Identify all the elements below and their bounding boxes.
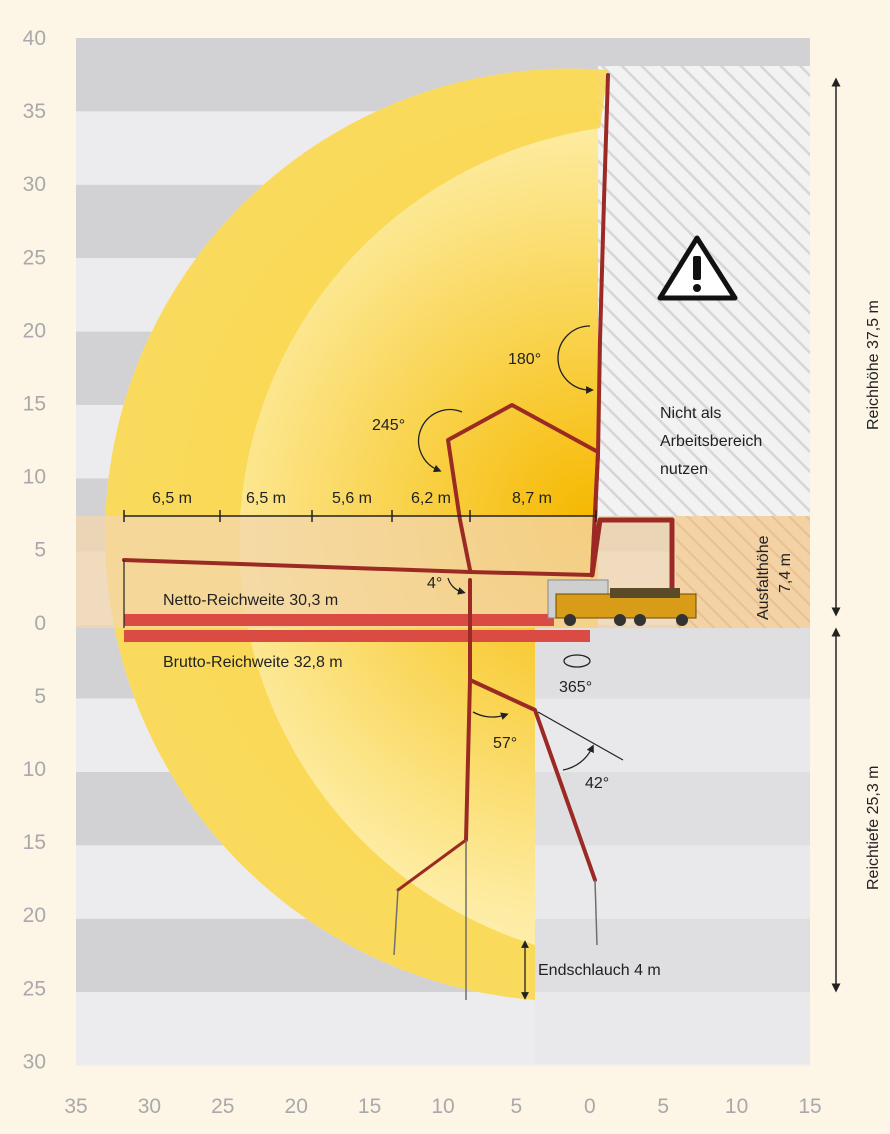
pump-truck <box>547 579 697 626</box>
x-tick-label: 5 <box>657 1095 669 1118</box>
x-tick-label: 20 <box>285 1095 308 1118</box>
angle-4: 4° <box>427 575 442 592</box>
y-tick-label: 10 <box>23 758 46 781</box>
x-tick-label: 35 <box>64 1095 87 1118</box>
y-tick-label: 40 <box>23 27 46 50</box>
angle-arcs <box>417 325 624 771</box>
boom-lines <box>122 73 675 892</box>
y-axis-ticks: 40 35 30 25 20 15 10 5 0 5 10 15 20 25 30 <box>23 27 46 1073</box>
ausfalt-label: Ausfalthöhe <box>755 535 772 620</box>
reichhoehe-label: Reichhöhe 37,5 m <box>865 300 882 430</box>
brutto-bar <box>124 630 590 642</box>
x-tick-label: 10 <box>431 1095 454 1118</box>
hose-lines <box>393 840 598 1000</box>
warning-text-1: Nicht als <box>660 405 721 422</box>
angle-365: 365° <box>559 679 592 696</box>
x-tick-label: 15 <box>798 1095 821 1118</box>
y-tick-label: 30 <box>23 173 46 196</box>
y-tick-label: 35 <box>23 100 46 123</box>
y-tick-label: 20 <box>23 904 46 927</box>
y-tick-label: 25 <box>23 977 46 1000</box>
x-tick-label: 25 <box>211 1095 234 1118</box>
segment-label-2: 6,5 m <box>246 490 286 507</box>
endschlauch-label: Endschlauch 4 m <box>538 962 661 979</box>
x-tick-label: 30 <box>138 1095 161 1118</box>
x-axis-ticks: 35 30 25 20 15 10 5 0 5 10 15 <box>64 1095 821 1118</box>
warning-text-2: Arbeitsbereich <box>660 433 762 450</box>
y-tick-label: 30 <box>23 1050 46 1073</box>
segment-label-1: 6,5 m <box>152 490 192 507</box>
x-tick-label: 15 <box>358 1095 381 1118</box>
ausfalt-zone <box>676 516 810 628</box>
lower-right-area <box>535 628 810 1064</box>
y-tick-label: 15 <box>23 831 46 854</box>
ausfalt-value: 7,4 m <box>777 553 794 593</box>
warning-triangle-icon <box>657 235 738 301</box>
x-tick-label: 0 <box>584 1095 596 1118</box>
angle-180: 180° <box>508 351 541 368</box>
y-tick-label: 10 <box>23 466 46 489</box>
warning-text-3: nutzen <box>660 461 708 478</box>
netto-bar <box>124 614 554 626</box>
angle-42: 42° <box>585 775 609 792</box>
netto-label: Netto-Reichweite 30,3 m <box>163 592 338 609</box>
angle-245: 245° <box>372 417 405 434</box>
brutto-label: Brutto-Reichweite 32,8 m <box>163 654 343 671</box>
y-tick-label: 0 <box>34 612 46 635</box>
y-tick-label: 5 <box>34 539 46 562</box>
reichtiefe-label: Reichtiefe 25,3 m <box>865 765 882 890</box>
y-tick-label: 5 <box>34 685 46 708</box>
x-tick-label: 5 <box>511 1095 523 1118</box>
x-tick-label: 10 <box>725 1095 748 1118</box>
angle-57: 57° <box>493 735 517 752</box>
segment-ticks <box>123 510 597 522</box>
y-tick-label: 25 <box>23 246 46 269</box>
y-tick-label: 15 <box>23 393 46 416</box>
envelope-rim <box>105 68 608 1000</box>
y-tick-label: 20 <box>23 319 46 342</box>
segment-label-4: 6,2 m <box>411 490 451 507</box>
segment-label-5: 8,7 m <box>512 490 552 507</box>
segment-label-3: 5,6 m <box>332 490 372 507</box>
